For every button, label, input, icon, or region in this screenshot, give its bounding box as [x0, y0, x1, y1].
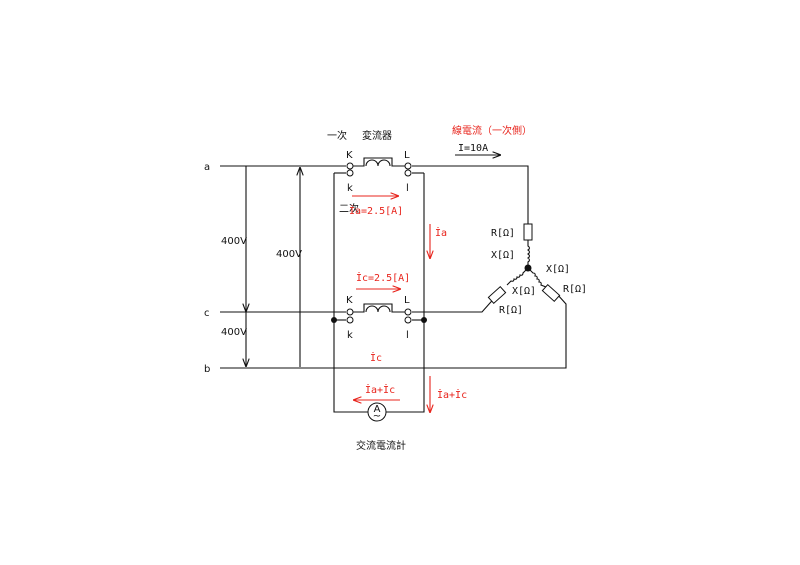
- wire-secondary-left: [333, 173, 368, 413]
- wire-line-a-right: [412, 165, 529, 224]
- current-transformer-top: [346, 157, 412, 177]
- junction-dot: [331, 317, 337, 323]
- terminal-L-top: L: [404, 150, 410, 161]
- ammeter-symbol: A: [374, 404, 381, 415]
- line-a-label: a: [204, 162, 210, 173]
- reactor-c: [506, 267, 529, 286]
- ia-ct-label: İa=2.5[A]: [349, 204, 403, 217]
- voltage-cb-label: 400V: [221, 327, 247, 338]
- terminal-L-bottom: L: [404, 295, 410, 306]
- line-c-label: c: [204, 308, 210, 319]
- wire-line-b: [220, 293, 567, 369]
- X-b-label: X[Ω]: [546, 264, 570, 275]
- X-a-label: X[Ω]: [491, 250, 515, 261]
- ammeter-tilde: ~: [373, 411, 381, 422]
- neutral-point: [524, 264, 532, 272]
- ct-label: 変流器: [362, 129, 392, 142]
- terminal-K-bottom: K: [346, 295, 353, 306]
- ia-plus-ic-right-label: İa+İc: [437, 388, 467, 401]
- terminal-k-bottom: k: [347, 330, 353, 341]
- voltage-ac-left-label: 400V: [221, 236, 247, 247]
- reactor-a: [527, 240, 531, 268]
- reactor-b: [527, 267, 547, 288]
- ic-label: İc: [370, 351, 382, 364]
- wire-secondary-right: [386, 173, 425, 413]
- voltage-ac-right-label: 400V: [276, 249, 302, 260]
- ia-plus-ic-left-label: İa+İc: [365, 383, 395, 396]
- R-c-label: R[Ω]: [499, 305, 523, 316]
- primary-label: 一次: [327, 129, 347, 142]
- X-c-label: X[Ω]: [512, 286, 536, 297]
- wire-line-c-right: [412, 293, 499, 313]
- line-b-label: b: [204, 364, 210, 375]
- junction-dot: [421, 317, 427, 323]
- resistor-b: [541, 283, 561, 303]
- ic-ct-label: İc=2.5[A]: [356, 271, 410, 284]
- terminal-k-top: k: [347, 183, 353, 194]
- current-transformer-bottom: [346, 303, 412, 324]
- R-a-label: R[Ω]: [491, 228, 515, 239]
- line-current-value: I=10A: [458, 143, 488, 154]
- ia-label: İa: [435, 226, 447, 239]
- line-current-title: 線電流（一次側）: [452, 124, 532, 137]
- ammeter: A ~: [367, 402, 387, 422]
- resistor-c: [487, 285, 507, 305]
- ammeter-label: 交流電流計: [356, 439, 406, 452]
- secondary-label: 二次: [339, 202, 359, 215]
- terminal-l-top: l: [406, 183, 409, 194]
- resistor-a: [523, 223, 533, 241]
- terminal-K-top: K: [346, 150, 353, 161]
- R-b-label: R[Ω]: [563, 284, 587, 295]
- star-load: [487, 223, 561, 305]
- terminal-l-bottom: l: [406, 330, 409, 341]
